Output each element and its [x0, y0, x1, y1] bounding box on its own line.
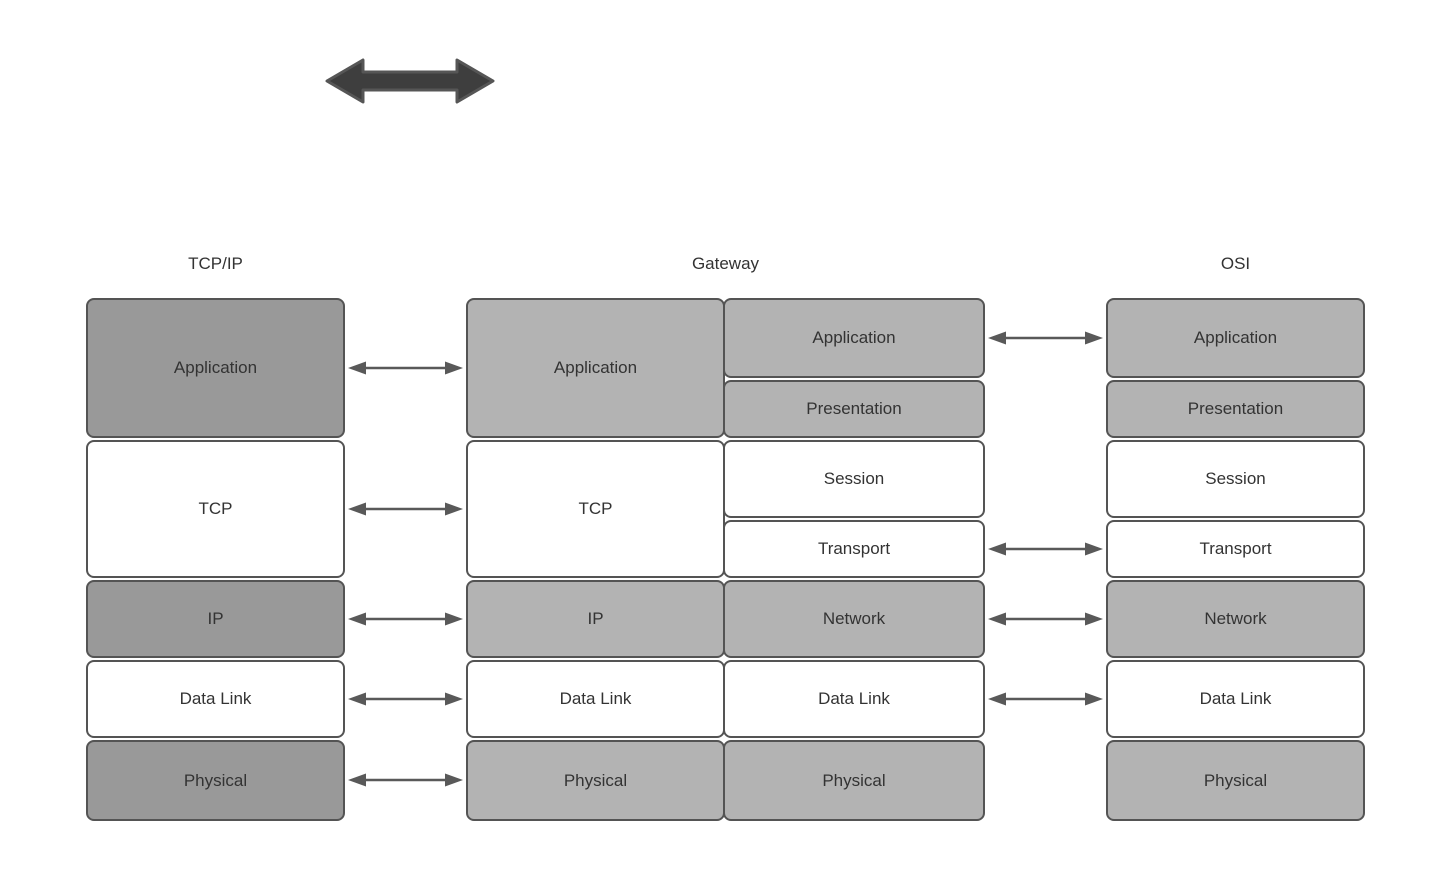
layer-osi-network: Network — [1106, 580, 1365, 658]
layer-gateway-right-presentation: Presentation — [723, 380, 985, 438]
arrow-gateway-osi-datalink — [988, 692, 1103, 706]
tcpip-stack: Application TCP IP Data Link Physical — [86, 298, 345, 821]
arrow-tcpip-gateway-tcp — [348, 502, 463, 516]
osi-stack: Application Presentation Session Transpo… — [1106, 298, 1365, 821]
layer-gateway-right-network: Network — [723, 580, 985, 658]
arrow-tcpip-gateway-datalink — [348, 692, 463, 706]
arrow-tcpip-gateway-application — [348, 361, 463, 375]
layer-osi-presentation: Presentation — [1106, 380, 1365, 438]
layer-tcpip-application: Application — [86, 298, 345, 438]
column-header-gateway: Gateway — [691, 254, 760, 273]
layer-osi-physical: Physical — [1106, 740, 1365, 821]
arrow-tcpip-gateway-ip — [348, 612, 463, 626]
arrow-gateway-osi-transport — [988, 542, 1103, 556]
layer-osi-datalink: Data Link — [1106, 660, 1365, 738]
layer-gateway-left-tcp: TCP — [466, 440, 725, 578]
arrow-tcpip-gateway-physical — [348, 773, 463, 787]
layer-gateway-right-session: Session — [723, 440, 985, 518]
layer-gateway-right-transport: Transport — [723, 520, 985, 578]
layer-tcpip-physical: Physical — [86, 740, 345, 821]
gateway-right-substack: Application Presentation Session Transpo… — [723, 298, 985, 821]
layer-gateway-left-ip: IP — [466, 580, 725, 658]
layer-tcpip-datalink: Data Link — [86, 660, 345, 738]
layer-osi-application: Application — [1106, 298, 1365, 378]
gateway-stack: Application TCP IP Data Link Physical Ap… — [466, 298, 985, 821]
layer-gateway-right-application: Application — [723, 298, 985, 378]
layer-gateway-right-datalink: Data Link — [723, 660, 985, 738]
double-arrow-icon — [325, 58, 495, 104]
arrow-gateway-osi-application — [988, 331, 1103, 345]
layer-osi-transport: Transport — [1106, 520, 1365, 578]
column-header-tcpip: TCP/IP — [188, 254, 243, 273]
column-header-osi: OSI — [1220, 254, 1251, 273]
layer-gateway-right-physical: Physical — [723, 740, 985, 821]
gateway-left-substack: Application TCP IP Data Link Physical — [466, 298, 725, 821]
layer-osi-session: Session — [1106, 440, 1365, 518]
layer-gateway-left-application: Application — [466, 298, 725, 438]
layer-tcpip-ip: IP — [86, 580, 345, 658]
layer-gateway-left-physical: Physical — [466, 740, 725, 821]
layer-gateway-left-datalink: Data Link — [466, 660, 725, 738]
layer-tcpip-tcp: TCP — [86, 440, 345, 578]
arrow-gateway-osi-network — [988, 612, 1103, 626]
